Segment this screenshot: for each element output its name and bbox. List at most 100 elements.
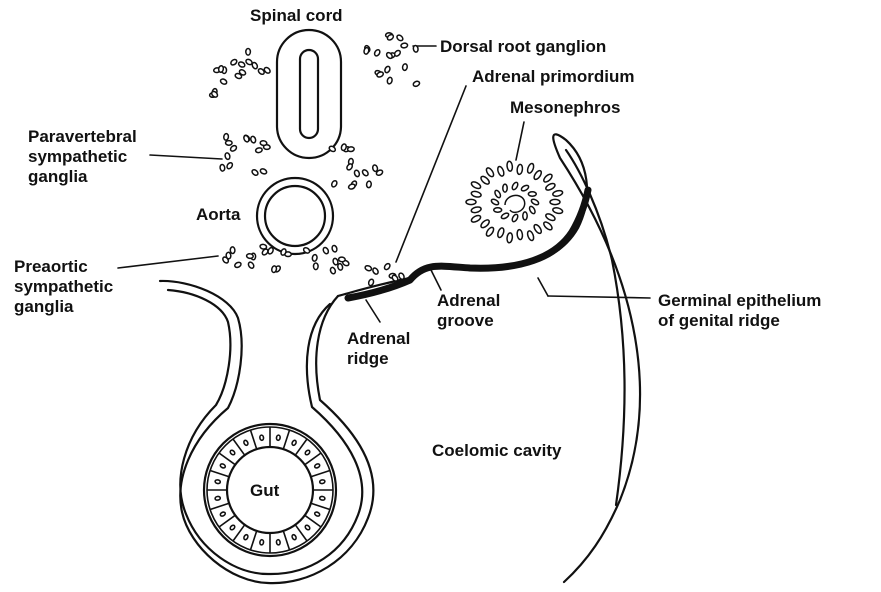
label-mesonephros: Mesonephros bbox=[510, 98, 621, 118]
label-adrenal-groove: Adrenal groove bbox=[437, 291, 500, 331]
aorta-outer bbox=[257, 178, 333, 254]
mesonephric-tubule bbox=[545, 213, 556, 222]
preaortic-ganglion-cell bbox=[312, 254, 318, 261]
dorsal-root-ganglion-right-cell bbox=[363, 47, 369, 55]
label-adrenal-ridge: Adrenal ridge bbox=[347, 329, 410, 369]
mesonephric-tubule bbox=[497, 227, 505, 238]
preaortic-ganglion-cell bbox=[338, 257, 345, 262]
germinal-epithelium-band bbox=[348, 190, 588, 298]
mesonephric-tubule bbox=[507, 233, 513, 244]
mesonephric-tubule-inner bbox=[490, 198, 499, 206]
mesonephric-tubule bbox=[480, 219, 491, 230]
mesonephric-tubule bbox=[526, 230, 534, 241]
mesonephric-tubule bbox=[507, 161, 513, 172]
mesonephric-duct bbox=[505, 195, 525, 212]
dorsal-root-ganglion-right-cell bbox=[401, 43, 408, 48]
mesonephric-tubule bbox=[471, 206, 482, 213]
label-germinal-epithelium: Germinal epithelium of genital ridge bbox=[658, 291, 821, 331]
label-spinal-cord: Spinal cord bbox=[250, 6, 343, 26]
preaortic-ganglion-cell bbox=[271, 265, 277, 272]
adrenal-primordium-cell bbox=[364, 265, 372, 272]
mesonephric-tubule bbox=[470, 181, 481, 190]
mesonephros-tubules bbox=[466, 161, 563, 243]
mesonephric-tubule bbox=[552, 190, 563, 197]
gut-cell-boundary bbox=[283, 430, 289, 449]
gut-cell-nucleus bbox=[319, 496, 325, 500]
mesonephric-tubule-inner bbox=[494, 189, 502, 198]
dorsal-root-ganglion-right-cell bbox=[373, 49, 380, 57]
mesonephric-tubule bbox=[480, 175, 491, 186]
mesonephric-tubule-inner bbox=[528, 192, 536, 196]
paravertebral-ganglion-left-cell bbox=[226, 141, 233, 146]
gut-cell-nucleus bbox=[243, 440, 249, 446]
gut-cell-nucleus bbox=[215, 496, 221, 500]
gut-cell-nucleus bbox=[304, 449, 310, 455]
gut-cell-nucleus bbox=[314, 511, 320, 517]
mesonephric-tubule bbox=[517, 229, 523, 240]
label-dorsal-root-ganglion: Dorsal root ganglion bbox=[440, 37, 606, 57]
dorsal-root-ganglion-right-cell bbox=[412, 80, 420, 87]
dorsal-root-ganglion-left-cell bbox=[251, 62, 258, 70]
gut-cell-nucleus bbox=[291, 440, 297, 446]
dorsal-root-ganglion-right-cell bbox=[384, 66, 391, 74]
gut-cell-boundary bbox=[283, 531, 289, 550]
label-coelomic-cavity: Coelomic cavity bbox=[432, 441, 561, 461]
adrenal-primordium-cell bbox=[368, 278, 375, 286]
mesonephric-tubule-inner bbox=[503, 184, 507, 192]
gut-cell-boundary bbox=[311, 471, 330, 477]
label-gut: Gut bbox=[250, 481, 279, 501]
gut-cell-boundary bbox=[210, 503, 229, 509]
gut-cell-nucleus bbox=[243, 534, 249, 540]
gut-cell-boundary bbox=[311, 503, 330, 509]
leader-adrenal-groove bbox=[430, 268, 441, 290]
paravertebral-ganglion-left-cell bbox=[255, 147, 262, 153]
genital-ridge-inner bbox=[566, 150, 625, 505]
dorsal-root-ganglion-left-cell bbox=[220, 78, 228, 85]
mesonephric-tubule bbox=[485, 167, 495, 178]
paravertebral-ganglion-right-cell bbox=[331, 180, 338, 188]
dorsal-root-ganglion-right-cell bbox=[413, 45, 419, 52]
mesonephric-tubule bbox=[552, 207, 563, 214]
dorsal-root-ganglion-right-cell bbox=[387, 77, 393, 85]
preaortic-ganglion-cell bbox=[330, 267, 337, 275]
mesonephric-tubule bbox=[470, 214, 481, 223]
mesonephric-tubule bbox=[533, 223, 543, 234]
paravertebral-ganglion-right-cell bbox=[366, 181, 371, 188]
paravertebral-ganglion-left-cell bbox=[243, 135, 250, 143]
mesonephric-tubule-inner bbox=[500, 212, 509, 220]
mesonephric-tubule bbox=[550, 199, 560, 204]
label-preaortic-ganglia: Preaortic sympathetic ganglia bbox=[14, 257, 113, 317]
leader-germinal-epithelium-hook bbox=[538, 278, 548, 296]
paravertebral-ganglion-right-cell bbox=[347, 147, 354, 152]
label-aorta: Aorta bbox=[196, 205, 240, 225]
leader-germinal-epithelium bbox=[548, 296, 650, 298]
paravertebral-ganglion-left-cell bbox=[223, 133, 228, 140]
label-paravertebral-ganglia: Paravertebral sympathetic ganglia bbox=[28, 127, 137, 187]
paravertebral-ganglion-right-cell bbox=[354, 170, 361, 178]
adrenal-primordium-cell bbox=[398, 272, 405, 280]
mesonephric-tubule bbox=[485, 226, 495, 237]
mesonephric-tubule bbox=[497, 166, 505, 177]
gut-cell-nucleus bbox=[260, 435, 264, 441]
aorta-inner bbox=[265, 186, 325, 246]
gut-cell-nucleus bbox=[229, 449, 235, 455]
mesentery-inner-wall bbox=[168, 290, 362, 574]
paravertebral-ganglion-left-cell bbox=[260, 168, 268, 175]
gut-cell-nucleus bbox=[220, 463, 226, 469]
mesonephric-tubule-inner bbox=[494, 208, 502, 212]
dorsal-root-ganglion-right-cell bbox=[402, 63, 408, 70]
gut-cell-boundary bbox=[251, 531, 257, 550]
mesonephric-tubule-inner bbox=[511, 213, 519, 222]
gut-cell-nucleus bbox=[276, 539, 280, 545]
mesonephric-tubule-inner bbox=[528, 205, 536, 214]
preaortic-ganglion-cell bbox=[247, 261, 255, 269]
preaortic-ganglion-cell bbox=[246, 253, 253, 258]
paravertebral-ganglion-left-cell bbox=[260, 140, 267, 145]
gut-cell-nucleus bbox=[304, 524, 310, 530]
leader-adrenal-primordium bbox=[396, 86, 466, 262]
paravertebral-ganglion-right-cell bbox=[361, 169, 369, 177]
mesonephric-tubule-inner bbox=[520, 184, 529, 192]
paravertebral-ganglion-left-cell bbox=[220, 164, 226, 171]
preaortic-ganglion-cell bbox=[313, 263, 318, 270]
mesentery-outer-wall bbox=[160, 281, 373, 583]
